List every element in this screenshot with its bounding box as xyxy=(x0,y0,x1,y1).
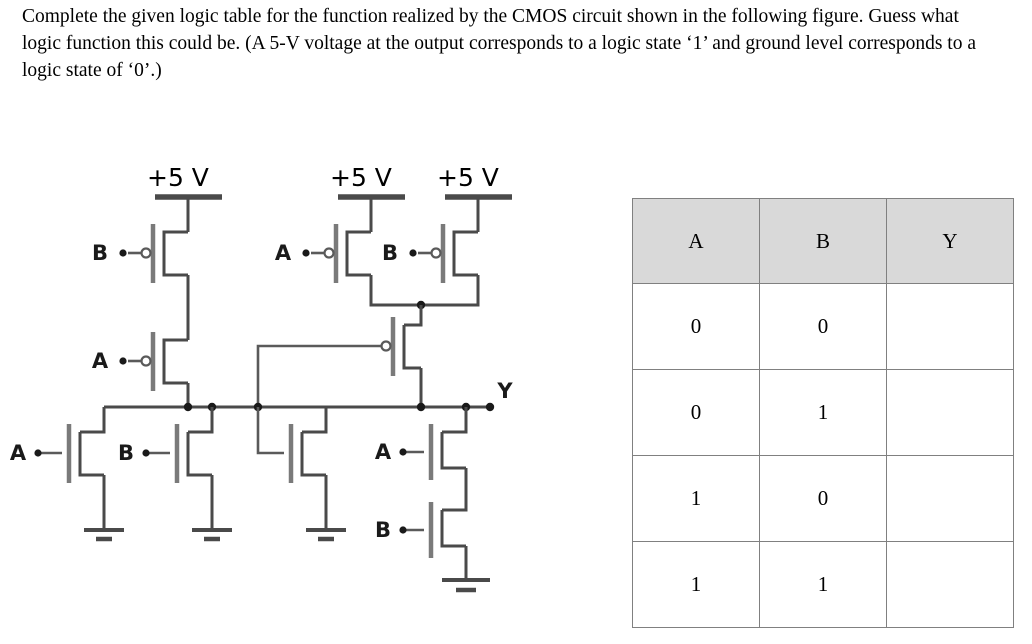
cell-a: 0 xyxy=(632,283,760,370)
cell-y[interactable] xyxy=(886,455,1014,542)
nmos-n1-channel xyxy=(78,432,104,477)
wire-internal-node-to-p5-gate xyxy=(256,344,381,407)
pmos-p4-channel xyxy=(452,230,478,277)
nmos-n4-gate-label: A xyxy=(375,440,392,464)
cell-a: 1 xyxy=(632,455,760,542)
pmos-p1-gate-label: B xyxy=(92,241,108,265)
output-label: Y xyxy=(496,379,513,403)
pmos-p1-bubble-icon xyxy=(140,247,152,259)
nmos-n5-channel xyxy=(440,510,466,548)
pmos-p2-gate-label: A xyxy=(92,349,109,373)
wire-joint-to-p5 xyxy=(404,305,423,327)
truth-table: A B Y 0 0 0 1 1 0 1 1 xyxy=(632,198,1014,628)
pmos-p2-channel xyxy=(162,338,188,385)
pmos-p2-bubble-icon xyxy=(140,355,152,367)
nmos-n4-channel xyxy=(440,432,466,470)
nmos-n5-input-terminal xyxy=(399,526,407,534)
table-header-row: A B Y xyxy=(632,198,1014,284)
pmos-p3-bubble-icon xyxy=(323,247,335,259)
pmos-p5-bubble-icon xyxy=(380,340,392,352)
pmos-p4-gate-label: B xyxy=(382,241,398,265)
truth-table-container: A B Y 0 0 0 1 1 0 1 1 xyxy=(632,198,1014,628)
wire-internal-node-to-n3-gate xyxy=(256,407,284,455)
nmos-n2-channel xyxy=(186,432,212,477)
table-row: 1 0 xyxy=(632,455,1014,542)
output-terminal-dot xyxy=(485,402,495,412)
supply-label-2: +5 V xyxy=(330,163,392,192)
table-row: 1 1 xyxy=(632,541,1014,628)
nmos-n1-input-terminal xyxy=(34,449,42,457)
pmos-p3-input-terminal xyxy=(302,249,310,257)
wire-node-to-n2 xyxy=(188,407,214,434)
cell-b: 0 xyxy=(759,455,887,542)
nmos-n4-input-terminal xyxy=(399,448,407,456)
pmos-p3-gate-label: A xyxy=(275,241,292,265)
node-dot-p5 xyxy=(416,402,426,412)
cell-a: 0 xyxy=(632,369,760,456)
pmos-p1-input-terminal xyxy=(119,249,127,257)
pmos-p4-input-terminal xyxy=(409,249,417,257)
nmos-n2-input-terminal xyxy=(142,449,150,457)
wire-node-to-n1 xyxy=(80,407,106,434)
cmos-circuit-figure: +5 V B A +5 V A +5 V B xyxy=(0,140,560,630)
column-header-b: B xyxy=(759,198,887,284)
supply-label-1: +5 V xyxy=(147,163,209,192)
column-header-y: Y xyxy=(886,198,1014,284)
question-text: Complete the given logic table for the f… xyxy=(22,6,977,81)
cell-b: 1 xyxy=(759,369,887,456)
column-header-a: A xyxy=(632,198,760,284)
cell-y[interactable] xyxy=(886,283,1014,370)
table-row: 0 0 xyxy=(632,283,1014,370)
nmos-n3-channel xyxy=(300,432,326,477)
wire-n4-to-n5 xyxy=(442,468,468,512)
nmos-n1-gate-label: A xyxy=(10,441,27,465)
node-dot-p2 xyxy=(183,402,193,412)
wire-node-to-n3 xyxy=(302,407,328,434)
cell-a: 1 xyxy=(632,541,760,628)
cell-y[interactable] xyxy=(886,369,1014,456)
wire-output-to-n4 xyxy=(442,407,468,434)
nmos-n2-gate-label: B xyxy=(118,441,134,465)
pmos-p3-channel xyxy=(345,230,371,277)
table-row: 0 1 xyxy=(632,369,1014,456)
wire-p3-to-joint xyxy=(369,275,421,307)
supply-label-3: +5 V xyxy=(437,163,499,192)
nmos-n5-gate-label: B xyxy=(375,518,391,542)
pmos-p1-channel xyxy=(162,230,188,277)
pmos-p2-input-terminal xyxy=(119,357,127,365)
cell-y[interactable] xyxy=(886,541,1014,628)
cell-b: 0 xyxy=(759,283,887,370)
cell-b: 1 xyxy=(759,541,887,628)
pmos-p5-channel xyxy=(402,325,421,370)
pmos-p4-bubble-icon xyxy=(430,247,442,259)
wire-p4-to-joint xyxy=(421,275,480,307)
